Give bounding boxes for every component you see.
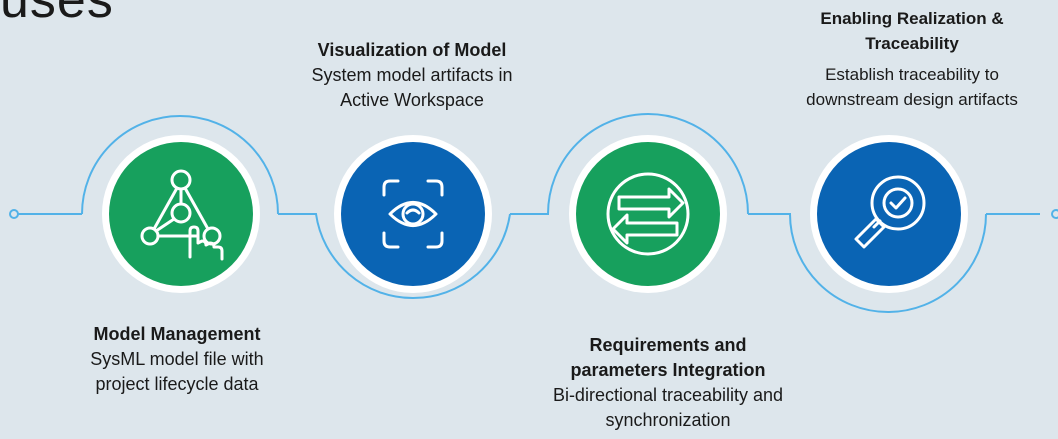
heading-fragment: uses — [0, 0, 114, 29]
step-model-management: Model Management SysML model file with p… — [46, 322, 308, 397]
step-description-line: project lifecycle data — [95, 374, 259, 394]
requirements-circle — [569, 135, 727, 293]
magnifier-check-icon — [854, 175, 926, 249]
visualization-circle — [334, 135, 492, 293]
step-description-line: Establish traceability to — [825, 65, 999, 84]
step-title-line: Requirements and — [589, 335, 747, 355]
step-description-line: SysML model file with — [90, 349, 264, 369]
eye-scan-icon — [382, 179, 444, 249]
step-realization: Enabling Realization & Traceability Esta… — [766, 6, 1058, 112]
sync-arrows-icon — [606, 172, 690, 256]
step-requirements: Requirements and parameters Integration … — [498, 333, 838, 433]
realization-circle — [810, 135, 968, 293]
network-hand-icon — [140, 169, 224, 261]
step-title: Visualization of Model — [317, 40, 507, 60]
step-description-line: Active Workspace — [340, 90, 484, 110]
step-title-line: parameters Integration — [570, 360, 766, 380]
step-description-line: downstream design artifacts — [806, 90, 1018, 109]
step-title: Model Management — [93, 324, 261, 344]
step-title-line: Traceability — [865, 34, 959, 53]
step-description-line: System model artifacts in — [311, 65, 513, 85]
step-visualization: Visualization of Model System model arti… — [262, 38, 562, 113]
step-description-line: synchronization — [605, 410, 731, 430]
step-title-line: Enabling Realization & — [820, 9, 1004, 28]
model-management-circle — [102, 135, 260, 293]
step-description-line: Bi-directional traceability and — [552, 385, 784, 405]
